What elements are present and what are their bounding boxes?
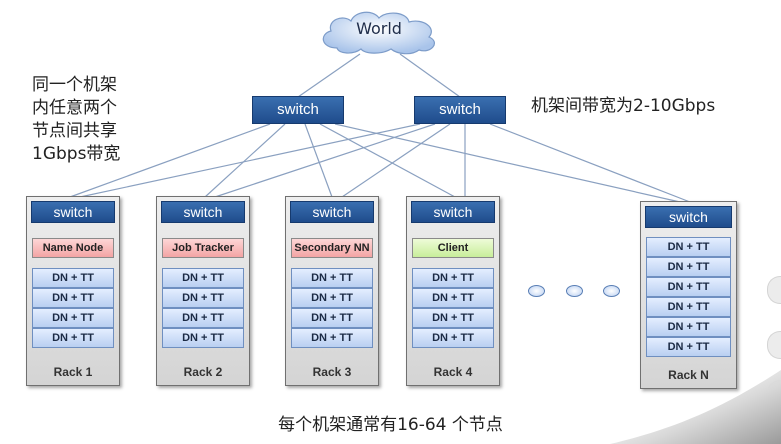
link-core2-rack1 xyxy=(79,123,421,198)
rack-switch: switch xyxy=(645,206,732,228)
link-core1-rack2 xyxy=(204,123,286,198)
data-node: DN + TT xyxy=(32,308,114,328)
data-node: DN + TT xyxy=(291,328,373,348)
data-node: DN + TT xyxy=(646,337,731,357)
job-tracker: Job Tracker xyxy=(162,238,244,258)
data-node: DN + TT xyxy=(412,308,494,328)
ellipsis-dot-icon xyxy=(528,285,545,297)
rack-label: Rack 3 xyxy=(312,365,352,379)
rack-1: switch Name Node DN + TT DN + TT DN + TT… xyxy=(26,196,120,386)
link-core2-rack2 xyxy=(214,123,436,198)
name-node: Name Node xyxy=(32,238,114,258)
link-core2-rack3 xyxy=(341,123,451,198)
link-world-core2 xyxy=(399,53,461,98)
data-node: DN + TT xyxy=(291,308,373,328)
data-node: DN + TT xyxy=(646,237,731,257)
data-node: DN + TT xyxy=(291,288,373,308)
rack-label: Rack N xyxy=(668,368,709,382)
intra-rack-bandwidth-note: 同一个机架 内任意两个 节点间共享 1Gbps带宽 xyxy=(32,75,121,164)
page-curl-icon xyxy=(610,370,781,444)
rack-switch: switch xyxy=(290,201,374,223)
rack-3: switch Secondary NN DN + TT DN + TT DN +… xyxy=(285,196,379,386)
data-node: DN + TT xyxy=(32,288,114,308)
data-node: DN + TT xyxy=(646,257,731,277)
rack-4: switch Client DN + TT DN + TT DN + TT DN… xyxy=(406,196,500,386)
secondary-name-node: Secondary NN xyxy=(291,238,373,258)
link-world-core1 xyxy=(297,53,361,98)
data-node: DN + TT xyxy=(412,268,494,288)
core-switch-1: switch xyxy=(252,96,344,124)
data-node: DN + TT xyxy=(646,317,731,337)
rack-label: Rack 1 xyxy=(53,365,93,379)
link-core1-rack4 xyxy=(319,123,456,198)
link-core1-rack3 xyxy=(304,123,333,198)
data-node: DN + TT xyxy=(646,277,731,297)
rack-switch: switch xyxy=(411,201,495,223)
rack-switch: switch xyxy=(31,201,115,223)
data-node: DN + TT xyxy=(291,268,373,288)
link-core1-rack1 xyxy=(69,123,271,198)
rack-2: switch Job Tracker DN + TT DN + TT DN + … xyxy=(156,196,250,386)
ellipsis-dot-icon xyxy=(603,285,620,297)
data-node: DN + TT xyxy=(646,297,731,317)
data-node: DN + TT xyxy=(32,268,114,288)
rack-switch: switch xyxy=(161,201,245,223)
data-node: DN + TT xyxy=(412,328,494,348)
rack-size-caption: 每个机架通常有16-64 个节点 xyxy=(278,415,503,435)
data-node: DN + TT xyxy=(162,288,244,308)
data-node: DN + TT xyxy=(162,308,244,328)
data-node: DN + TT xyxy=(32,328,114,348)
link-core1-rackn xyxy=(334,123,681,203)
data-node: DN + TT xyxy=(162,328,244,348)
world-cloud-icon xyxy=(322,11,435,55)
link-core2-rackn xyxy=(489,123,691,203)
rack-n: switch DN + TT DN + TT DN + TT DN + TT D… xyxy=(640,201,737,389)
ellipsis-dot-icon xyxy=(566,285,583,297)
inter-rack-bandwidth-note: 机架间带宽为2-10Gbps xyxy=(531,96,716,116)
data-node: DN + TT xyxy=(162,268,244,288)
data-node: DN + TT xyxy=(412,288,494,308)
core-switch-2: switch xyxy=(414,96,506,124)
world-label: World xyxy=(356,19,402,38)
rack-label: Rack 4 xyxy=(433,365,473,379)
client-node: Client xyxy=(412,238,494,258)
rack-label: Rack 2 xyxy=(183,365,223,379)
